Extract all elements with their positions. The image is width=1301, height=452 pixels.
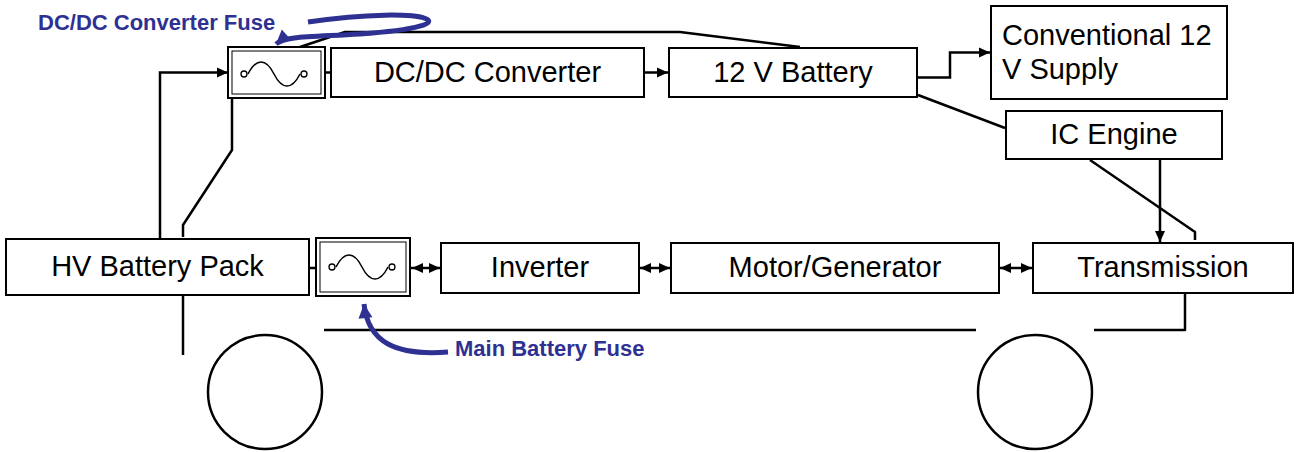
flow-arrow xyxy=(1159,160,1162,242)
battery-box: 12 V Battery xyxy=(668,47,918,98)
fuse-callout: Main Battery Fuse xyxy=(455,336,645,362)
fuse-callout: DC/DC Converter Fuse xyxy=(38,10,275,36)
inverter-box: Inverter xyxy=(440,242,640,294)
fuse-symbol xyxy=(228,47,325,98)
flow-arrow xyxy=(645,71,668,74)
box-label: Conventional 12 V Supply xyxy=(1002,19,1226,86)
box-label: Transmission xyxy=(1077,251,1248,284)
car-body-line xyxy=(182,296,185,355)
engine-box: IC Engine xyxy=(1005,110,1223,160)
supply-box: Conventional 12 V Supply xyxy=(990,5,1228,100)
wheel xyxy=(978,335,1092,449)
leader-arrow xyxy=(364,304,448,353)
box-label: Inverter xyxy=(491,251,589,284)
box-label: DC/DC Converter xyxy=(374,56,601,89)
box-label: HV Battery Pack xyxy=(51,250,264,283)
motor-generator-box: Motor/Generator xyxy=(670,242,1000,294)
leader-arrow xyxy=(276,15,429,44)
double-arrow xyxy=(640,267,670,270)
wheel xyxy=(208,335,322,449)
car-body-line xyxy=(183,98,232,237)
converter-box: DC/DC Converter xyxy=(330,47,645,98)
car-body-line xyxy=(1090,160,1195,240)
transmission-box: Transmission xyxy=(1032,242,1294,294)
fuse-symbol xyxy=(316,238,410,296)
box-label: 12 V Battery xyxy=(713,56,873,89)
double-arrow xyxy=(1000,267,1032,270)
flow-arrow xyxy=(918,53,990,78)
car-body-line xyxy=(324,329,976,332)
box-label: IC Engine xyxy=(1050,118,1177,151)
car-body-line xyxy=(1094,294,1185,330)
box-label: Motor/Generator xyxy=(729,251,942,284)
battery-pack-box: HV Battery Pack xyxy=(5,238,310,296)
